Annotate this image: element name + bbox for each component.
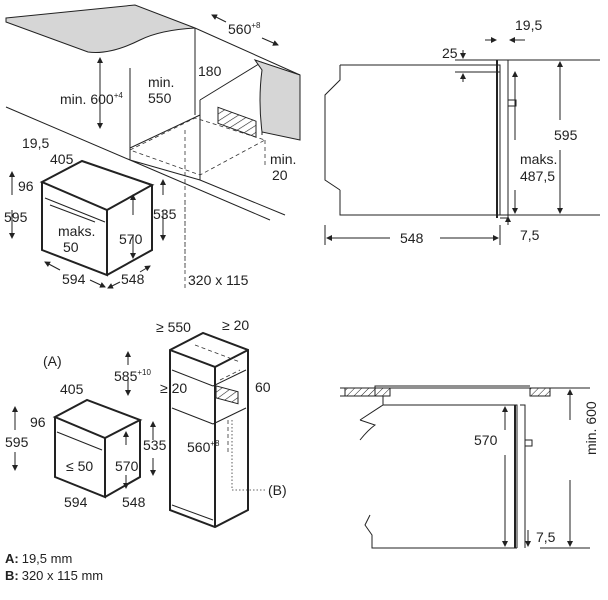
top-depth-label: 405 [60,381,84,397]
niche-height-label: min. 600+4 [60,91,123,107]
body-height-label: 535 [143,437,167,453]
tall-cabinet-view [12,331,265,529]
handle-label: ≤ 50 [66,458,93,474]
top-gap-label: 25 [442,45,458,61]
total-height-label: 595 [4,209,28,225]
niche-width-label: 560+8 [228,21,261,37]
cabinet-depth-label: ≥ 550 [156,319,191,335]
total-height-label: 595 [5,434,29,450]
min-height-label: min. 600 [583,401,599,455]
inner-height-label: 570 [474,432,498,448]
width-label: 594 [64,494,88,510]
niche-width-label: 560+8 [187,439,220,455]
max-label: maks. [520,151,557,167]
front-panel-label: 19,5 [22,135,49,151]
height-label: 595 [554,127,578,143]
oven-body [52,398,143,499]
side-view-bottom [340,385,590,549]
inner-height-label: 570 [115,458,139,474]
vent-label: 180 [198,63,222,79]
tall-cabinet-labels: ≥ 550 ≥ 20 (A) 405 585+10 ≥ 20 60 96 595… [5,317,287,510]
rear-gap-label: min. [270,151,296,167]
width-label: 594 [62,271,86,287]
panel-height-label: 96 [18,178,34,194]
legend-b: B:320 x 115 mm [5,568,103,583]
wall-panel [253,59,301,141]
label-b: (B) [268,482,287,498]
front-label: 19,5 [515,17,542,33]
side-view-top [324,37,600,245]
side-view-bottom-labels: 570 min. 600 7,5 [474,401,599,545]
oven-body [39,159,155,277]
bottom-gap-label: 7,5 [520,227,540,243]
cutout-label: 320 x 115 [188,272,249,288]
depth-label: 548 [400,230,424,246]
vent-label: 60 [255,379,271,395]
max-value: 487,5 [520,168,555,184]
gap-label: ≥ 20 [160,380,187,396]
handle-value: 50 [63,239,79,255]
side-view-top-labels: 19,5 25 595 maks. 487,5 548 7,5 [400,17,578,246]
undercounter-labels: 560+8 min. 600+4 min. 550 180 min. 20 19… [4,21,296,288]
undercounter-installation-view [5,4,301,290]
depth-label: 548 [122,494,146,510]
rear-gap-value: 20 [272,167,288,183]
label-a: (A) [43,353,62,369]
legend-a: A:19,5 mm [5,551,72,566]
cabinet [169,331,249,529]
panel-height-label: 96 [30,414,46,430]
min-depth-label: min. [148,74,174,90]
body-height-label: 535 [153,206,177,222]
handle-label: maks. [58,223,95,239]
depth-label: 548 [121,271,145,287]
cabinet-rear-label: ≥ 20 [222,317,249,333]
inner-height-label: 570 [119,231,143,247]
bottom-gap-label: 7,5 [536,529,556,545]
countertop [5,4,196,53]
niche-height-label: 585+10 [114,368,151,384]
legend: A:19,5 mm B:320 x 115 mm [5,551,103,583]
top-depth-label: 405 [50,151,74,167]
min-depth-value: 550 [148,90,172,106]
